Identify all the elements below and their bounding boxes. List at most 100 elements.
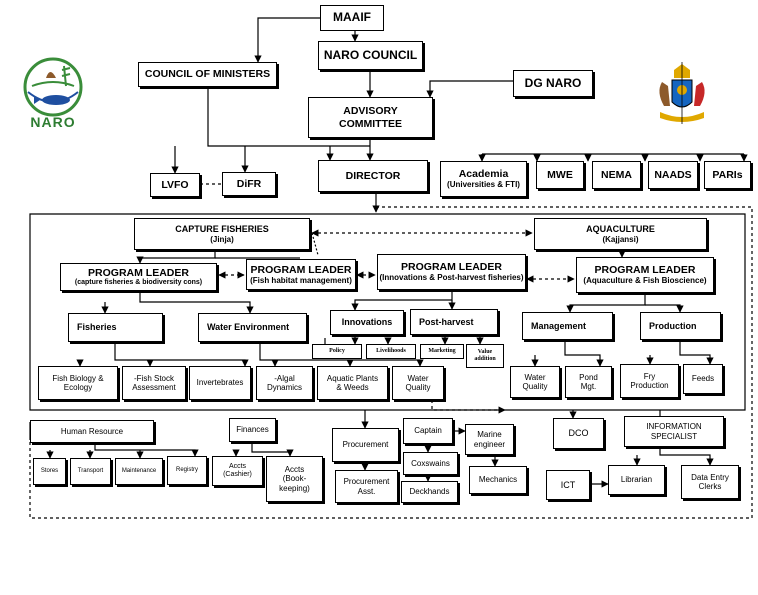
maintenance-label: Maintenance — [121, 468, 157, 475]
naro-council-label: NARO COUNCIL — [323, 47, 418, 62]
value-addition-line1: Value — [477, 349, 493, 356]
uganda-coat-of-arms-icon — [659, 62, 705, 124]
data-entry-clerks-box: Data Entry Clerks — [681, 465, 739, 499]
value-addition-line2: addition — [474, 356, 496, 362]
procurement-asst-line2: Asst. — [357, 486, 376, 496]
finances-box: Finances — [229, 418, 276, 442]
coxswains-box: Coxswains — [403, 452, 458, 475]
fry-line1: Fry — [643, 371, 656, 381]
water-quality-aqua-box: Water Quality — [510, 366, 560, 398]
fry-production-box: Fry Production — [620, 364, 679, 398]
fry-line2: Production — [630, 381, 669, 390]
pl-innov-sub: (Innovations & Post-harvest fisheries) — [379, 273, 524, 283]
pond-mgt-box: Pond Mgt. — [565, 366, 612, 398]
fish-bio-line2: Ecology — [63, 383, 93, 392]
finances-label: Finances — [236, 425, 269, 435]
pond-line2: Mgt. — [580, 382, 597, 391]
production-label: Production — [649, 320, 697, 331]
accts-cashier-box: Accts (Cashier) — [212, 456, 263, 486]
naro-logo-icon — [23, 57, 83, 117]
dg-naro-label: DG NARO — [524, 75, 582, 90]
mechanics-box: Mechanics — [469, 466, 527, 494]
fisheries-box: Fisheries — [68, 313, 163, 342]
stores-box: Stores — [33, 458, 66, 485]
info-line1: INFORMATION — [646, 422, 702, 432]
pl-innov-label: PROGRAM LEADER — [401, 261, 502, 274]
registry-box: Registry — [167, 456, 207, 485]
uganda-coat-of-arms — [652, 62, 712, 126]
advisory-committee-box: ADVISORY COMMITTEE — [308, 97, 433, 138]
innovations-label: Innovations — [341, 317, 393, 328]
academia-label: Academia — [458, 168, 509, 181]
fish-stock-line2: Assessment — [132, 383, 176, 392]
academia-box: Academia (Universities & FTI) — [440, 161, 527, 197]
policy-label: Policy — [329, 348, 345, 355]
fish-biology-box: Fish Biology & Ecology — [38, 366, 118, 400]
procurement-asst-line1: Procurement — [343, 477, 390, 487]
feeds-box: Feeds — [683, 364, 723, 394]
wq-aqua-line2: Quality — [522, 382, 548, 391]
accts-book-line3: keeping) — [279, 483, 310, 493]
capture-fisheries-box: CAPTURE FISHERIES (Jinja) — [134, 218, 310, 250]
mechanics-label: Mechanics — [478, 475, 518, 485]
human-resource-label: Human Resource — [60, 426, 124, 436]
value-addition-box: Value addition — [466, 344, 504, 368]
lvfo-box: LVFO — [150, 173, 200, 197]
director-box: DIRECTOR — [318, 160, 428, 192]
paris-box: PARIs — [704, 161, 751, 189]
capture-label: CAPTURE FISHERIES — [175, 224, 269, 235]
mwe-box: MWE — [536, 161, 584, 189]
ict-box: ICT — [546, 470, 590, 500]
academia-sub: (Universities & FTI) — [447, 180, 520, 190]
advisory-line1: ADVISORY — [343, 105, 398, 118]
aquatic-line1: Aquatic Plants — [326, 373, 379, 383]
mwe-label: MWE — [547, 168, 573, 181]
dco-box: DCO — [553, 418, 604, 449]
maaif-label: MAAIF — [333, 10, 371, 25]
director-label: DIRECTOR — [345, 169, 401, 182]
pond-line1: Pond — [579, 372, 598, 382]
pl-capture-sub: (capture fisheries & biodiversity cons) — [74, 279, 203, 286]
aquaculture-label: AQUACULTURE — [586, 224, 655, 235]
innovations-box: Innovations — [330, 310, 404, 335]
deckhands-box: Deckhands — [401, 481, 458, 503]
procurement-label: Procurement — [342, 440, 389, 450]
water-environment-box: Water Environment — [198, 313, 307, 342]
maaif-box: MAAIF — [320, 5, 384, 31]
difr-box: DiFR — [222, 172, 276, 196]
transport-box: Transport — [70, 458, 111, 485]
nema-label: NEMA — [601, 168, 632, 181]
marine-line1: Marine — [477, 430, 502, 440]
maintenance-box: Maintenance — [115, 458, 163, 485]
paris-label: PARIs — [712, 168, 743, 181]
advisory-line2: COMMITTEE — [339, 117, 402, 130]
fish-stock-box: -Fish Stock Assessment — [122, 366, 186, 400]
captain-label: Captain — [414, 426, 442, 436]
post-harvest-box: Post-harvest — [410, 309, 498, 335]
marine-engineer-box: Marine engineer — [465, 424, 514, 455]
librarian-label: Librarian — [620, 475, 653, 485]
wq-aqua-line1: Water — [524, 372, 546, 382]
librarian-box: Librarian — [608, 465, 665, 495]
nema-box: NEMA — [592, 161, 641, 189]
marketing-label: Marketing — [428, 348, 456, 355]
pl-capture-label: PROGRAM LEADER — [88, 266, 189, 279]
marketing-box: Marketing — [420, 344, 464, 359]
water-quality-line1: Water — [407, 373, 429, 383]
algal-dynamics-box: -Algal Dynamics — [256, 366, 313, 400]
livelihoods-label: Livelihoods — [376, 348, 406, 355]
registry-label: Registry — [175, 467, 198, 474]
management-label: Management — [531, 320, 587, 331]
transport-label: Transport — [77, 468, 104, 475]
council-of-ministers-label: COUNCIL OF MINISTERS — [144, 68, 271, 81]
accts-book-line2: (Book- — [282, 474, 307, 484]
naro-logo-text: NARO — [30, 114, 76, 130]
fisheries-label: Fisheries — [77, 322, 117, 333]
aquatic-line2: & Weeds — [336, 383, 369, 392]
program-leader-aquaculture-box: PROGRAM LEADER (Aquaculture & Fish Biosc… — [576, 257, 714, 293]
lvfo-label: LVFO — [161, 178, 189, 191]
fish-bio-line1: Fish Biology & — [52, 373, 104, 383]
invertebrates-box: Invertebrates — [189, 366, 251, 400]
data-entry-line1: Data Entry — [691, 472, 729, 482]
